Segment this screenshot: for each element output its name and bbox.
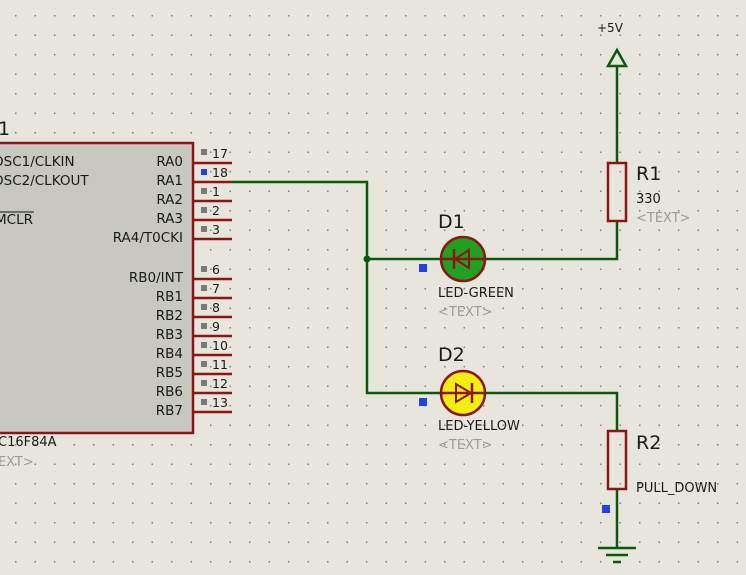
pin-number: 6: [212, 262, 220, 277]
pin-number: 10: [212, 338, 228, 353]
mcu-pin-label-mclr: MCLR: [0, 212, 33, 228]
pin-number: 7: [212, 281, 220, 296]
mcu-port-label-rb6: RB6: [155, 384, 183, 400]
ground-icon[interactable]: [598, 546, 636, 564]
r2-anchor-marker: [602, 505, 610, 513]
wire-junction-dot: [363, 255, 371, 263]
mcu-pin-lines: [193, 161, 232, 414]
power-terminal-5v[interactable]: [605, 47, 629, 68]
wire-d1-to-r1: [485, 221, 619, 261]
d1-text-placeholder: <TEXT>: [438, 305, 493, 320]
pin-marker-6: [201, 266, 207, 272]
pin-number: 13: [212, 395, 228, 410]
d2-text-placeholder: <TEXT>: [438, 438, 493, 453]
pin-number: 18: [212, 165, 228, 180]
mcu-port-label-rb2: RB2: [155, 308, 183, 324]
r1-text-placeholder: <TEXT>: [636, 211, 691, 226]
pin-marker-3: [201, 226, 207, 232]
resistor-r2[interactable]: [606, 429, 628, 491]
mcu-port-label-ra2: RA2: [156, 192, 183, 208]
mcu-port-label-rb0: RB0/INT: [128, 270, 183, 286]
mcu-port-label-ra3: RA3: [156, 211, 183, 227]
d2-anchor-marker: [419, 398, 427, 406]
mcu-pin-label-osc2: OSC2/CLKOUT: [0, 173, 89, 189]
d1-anchor-marker: [419, 264, 427, 272]
pin-marker-17: [201, 149, 207, 155]
wire-ra1-bus: [232, 180, 441, 395]
mcu-port-label-rb3: RB3: [155, 327, 183, 343]
pin-marker-18: [201, 169, 207, 175]
mcu-port-label-ra4: RA4/T0CKI: [112, 230, 183, 246]
pin-number: 2: [212, 203, 220, 218]
d1-value-label: LED-GREEN: [438, 286, 514, 301]
pin-number: 3: [212, 222, 220, 237]
power-arrow-icon: [605, 47, 629, 68]
mcu-ref-label: 1: [0, 118, 11, 140]
mcu-pin-label-osc1: OSC1/CLKIN: [0, 154, 75, 170]
power-label: +5V: [597, 21, 623, 35]
pin-marker-11: [201, 361, 207, 367]
mcu-port-label-ra0: RA0: [156, 154, 183, 170]
pin-marker-7: [201, 285, 207, 291]
pin-marker-8: [201, 304, 207, 310]
pin-marker-9: [201, 323, 207, 329]
diode-triangle-icon: [455, 382, 473, 404]
pin-number: 1: [212, 184, 220, 199]
pin-number: 17: [212, 146, 228, 161]
pin-marker-2: [201, 207, 207, 213]
wires[interactable]: [232, 66, 619, 548]
r2-ref-label: R2: [636, 432, 662, 454]
pin-marker-12: [201, 380, 207, 386]
mcu-port-label-rb7: RB7: [155, 403, 183, 419]
mcu-body[interactable]: [0, 141, 195, 435]
mcu-port-label-rb4: RB4: [155, 346, 183, 362]
mcu-port-label-rb5: RB5: [155, 365, 183, 381]
mcu-port-label-rb1: RB1: [155, 289, 183, 305]
r2-value-label: PULL_DOWN: [636, 481, 718, 496]
pin-marker-1: [201, 188, 207, 194]
diode-triangle-icon: [453, 248, 470, 270]
pin-marker-10: [201, 342, 207, 348]
mcu-part-label: C16F84A: [0, 435, 57, 450]
pin-marker-13: [201, 399, 207, 405]
d1-ref-label: D1: [438, 211, 465, 233]
d2-value-label: LED-YELLOW: [438, 419, 520, 434]
pin-markers: [201, 149, 207, 405]
led-d2[interactable]: [439, 369, 487, 417]
pin-number: 8: [212, 300, 220, 315]
r1-ref-label: R1: [636, 163, 662, 185]
resistor-r1[interactable]: [606, 161, 628, 223]
r1-value-label: 330: [636, 192, 661, 207]
d2-ref-label: D2: [438, 344, 465, 366]
pin-number: 9: [212, 319, 220, 334]
mcu-port-label-ra1: RA1: [156, 173, 183, 189]
led-d1[interactable]: [439, 235, 487, 283]
wire-d2-to-r2: [485, 391, 619, 431]
pin-number: 11: [212, 357, 228, 372]
mcu-text-placeholder: EXT>: [0, 455, 34, 470]
pin-number: 12: [212, 376, 228, 391]
